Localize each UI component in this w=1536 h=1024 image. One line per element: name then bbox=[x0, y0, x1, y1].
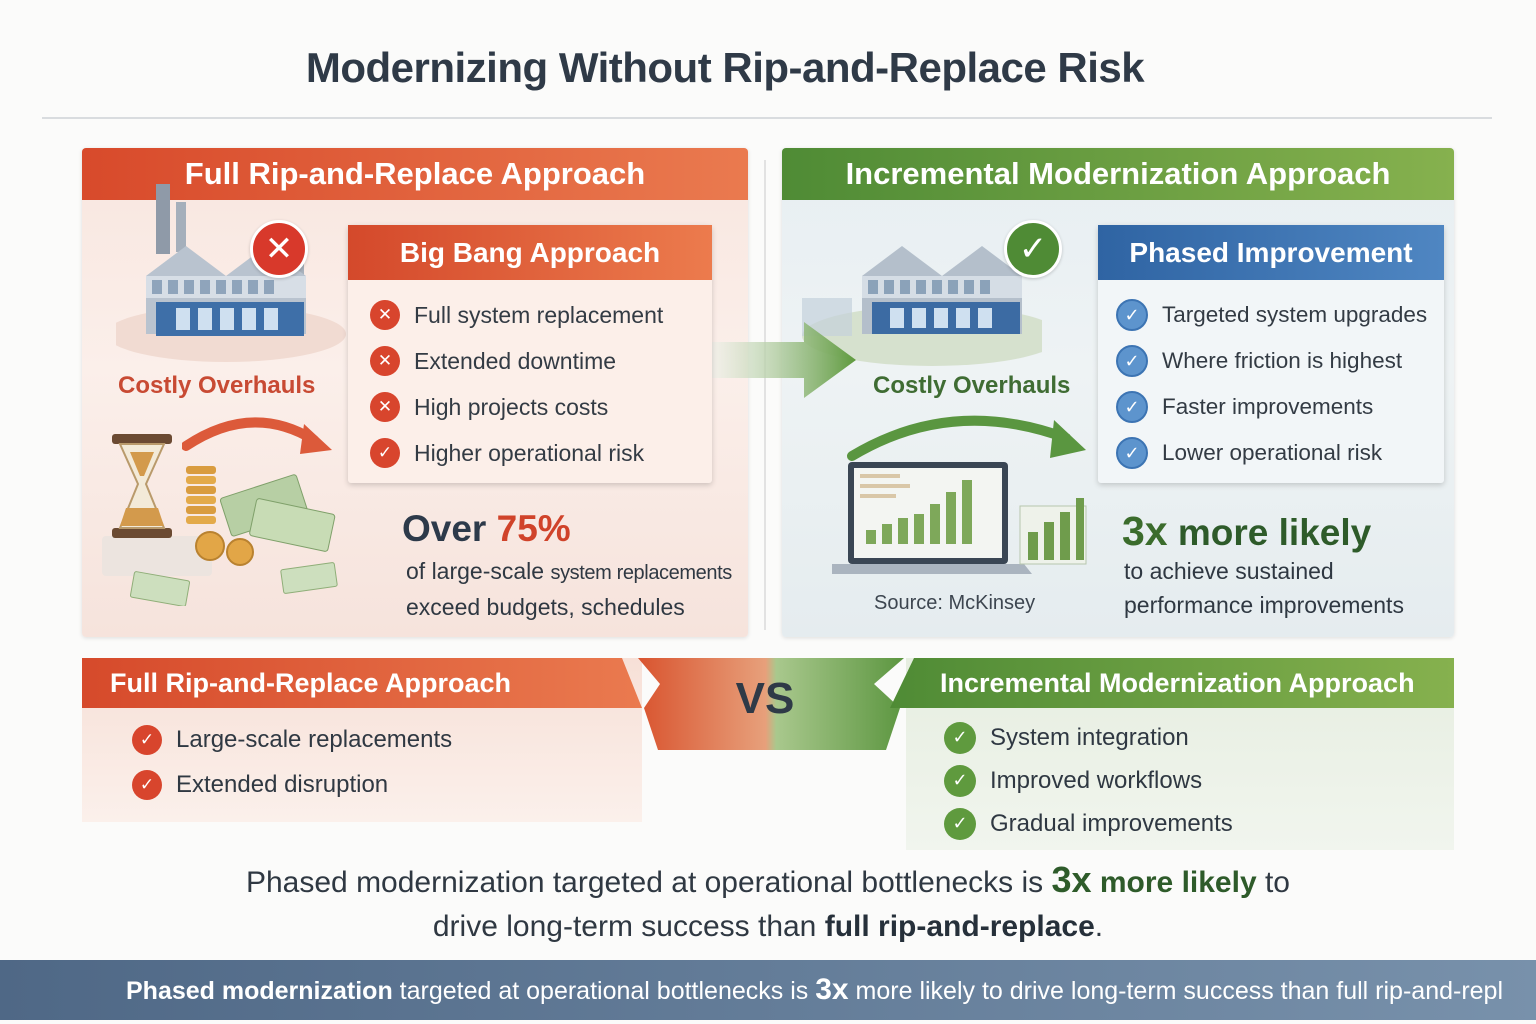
list-item: ✓Large-scale replacements bbox=[132, 717, 452, 762]
summary-statement: Phased modernization targeted at operati… bbox=[245, 859, 1290, 943]
vs-label: VS bbox=[735, 674, 795, 723]
check-icon: ✓ bbox=[944, 721, 976, 754]
list-item: ✓Faster improvements bbox=[1116, 384, 1444, 430]
list-item: ✓Where friction is highest bbox=[1116, 338, 1444, 384]
list-item: ✕High projects costs bbox=[370, 384, 712, 430]
transition-arrow-icon bbox=[712, 322, 856, 398]
check-icon: ✓ bbox=[370, 438, 400, 468]
list-item: ✓Higher operational risk bbox=[370, 430, 712, 476]
check-icon: ✓ bbox=[132, 724, 162, 755]
comparison-left-list: ✓Large-scale replacements ✓Extended disr… bbox=[132, 717, 452, 807]
curved-arrow-icon bbox=[847, 415, 1086, 461]
check-circle-icon: ✓ bbox=[1004, 220, 1062, 278]
center-divider bbox=[764, 160, 766, 630]
big-bang-title: Big Bang Approach bbox=[348, 225, 712, 280]
check-icon: ✓ bbox=[132, 769, 162, 800]
costly-overhauls-label-right: Costly Overhauls bbox=[873, 372, 1071, 399]
check-icon: ✓ bbox=[944, 764, 976, 797]
list-item: ✓Gradual improvements bbox=[944, 802, 1233, 845]
list-item: ✕Full system replacement bbox=[370, 292, 712, 338]
phased-improvement-title: Phased Improvement bbox=[1098, 225, 1444, 280]
incremental-modernization-header: Incremental Modernization Approach bbox=[782, 148, 1454, 200]
x-icon: ✕ bbox=[370, 300, 400, 330]
title-divider bbox=[42, 117, 1492, 119]
building-illustration bbox=[116, 184, 346, 362]
check-icon: ✓ bbox=[1116, 299, 1148, 331]
phased-improvement-card: Phased Improvement ✓Targeted system upgr… bbox=[1098, 225, 1444, 483]
list-item: ✓Extended disruption bbox=[132, 762, 452, 807]
building-illustration bbox=[802, 246, 1042, 366]
list-item: ✓Targeted system upgrades bbox=[1116, 292, 1444, 338]
check-icon: ✓ bbox=[1116, 437, 1148, 469]
check-icon: ✓ bbox=[944, 807, 976, 840]
check-icon: ✓ bbox=[1116, 345, 1148, 377]
x-icon: ✕ bbox=[370, 392, 400, 422]
list-item: ✕Extended downtime bbox=[370, 338, 712, 384]
stat-description-right: to achieve sustained performance improve… bbox=[1124, 558, 1404, 618]
comparison-right-list: ✓System integration ✓Improved workflows … bbox=[944, 716, 1233, 845]
source-label: Source: McKinsey bbox=[874, 592, 1036, 614]
stat-over-75-percent: Over 75% bbox=[402, 508, 571, 549]
hourglass-money-illustration bbox=[102, 434, 338, 606]
stat-description-left: of large-scale system replacements excee… bbox=[406, 558, 732, 620]
list-item: ✓Improved workflows bbox=[944, 759, 1233, 802]
x-icon: ✕ bbox=[370, 346, 400, 376]
footer-banner: Phased modernization targeted at operati… bbox=[0, 960, 1536, 1020]
vs-chevron-graphic bbox=[638, 658, 904, 750]
curved-arrow-icon bbox=[182, 417, 332, 454]
rip-and-replace-header: Full Rip-and-Replace Approach bbox=[82, 148, 748, 200]
check-icon: ✓ bbox=[1116, 391, 1148, 423]
big-bang-card: Big Bang Approach ✕Full system replaceme… bbox=[348, 225, 712, 483]
list-item: ✓System integration bbox=[944, 716, 1233, 759]
comparison-left-header: Full Rip-and-Replace Approach bbox=[82, 658, 642, 708]
laptop-chart-illustration bbox=[832, 462, 1087, 574]
page-title: Modernizing Without Rip-and-Replace Risk bbox=[305, 44, 1145, 91]
costly-overhauls-label-left: Costly Overhauls bbox=[118, 372, 316, 399]
stat-3x-more-likely: 3x more likely bbox=[1122, 508, 1372, 554]
comparison-right-header: Incremental Modernization Approach bbox=[890, 658, 1454, 708]
x-circle-icon: ✕ bbox=[250, 220, 308, 278]
list-item: ✓Lower operational risk bbox=[1116, 430, 1444, 476]
